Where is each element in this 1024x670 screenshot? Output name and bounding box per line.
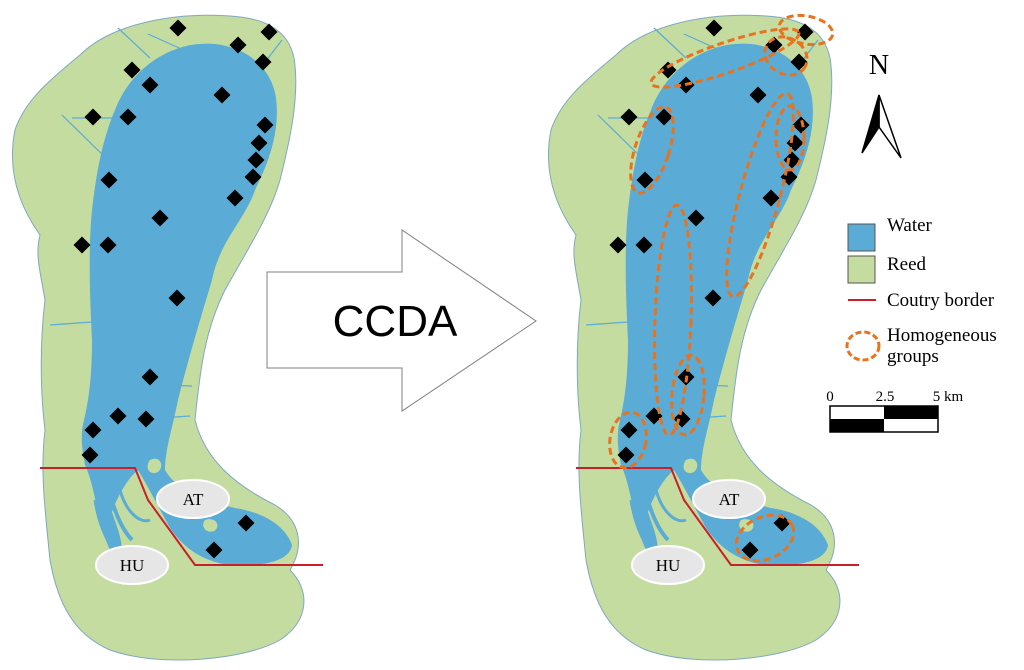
legend-item-water: Water <box>847 215 933 252</box>
ccda-arrow: CCDA <box>266 229 537 412</box>
legend-label-border: Coutry border <box>887 290 995 311</box>
scale-bar: 0 2.5 5 km <box>826 389 964 433</box>
legend-item-reed: Reed <box>847 254 927 284</box>
country-label-at-right: AT <box>719 490 740 509</box>
scale-tick-0: 0 <box>826 389 834 405</box>
north-arrow-icon: N <box>861 50 902 159</box>
north-label: N <box>869 50 889 81</box>
legend-label-groups-1: Homogeneous <box>887 325 997 346</box>
legend-label-groups-2: groups <box>887 346 939 367</box>
legend-item-border: Coutry border <box>848 290 995 311</box>
scale-tick-2: 5 km <box>933 389 964 405</box>
country-label-hu-right: HU <box>656 556 681 575</box>
legend: Water Reed Coutry border Homogeneous gro… <box>845 215 997 367</box>
ccda-label: CCDA <box>333 297 458 346</box>
country-label-hu: HU <box>120 556 145 575</box>
legend-item-groups: Homogeneous groups <box>845 325 997 367</box>
country-label-at: AT <box>183 490 204 509</box>
map-before: AT HU <box>10 13 325 663</box>
scale-tick-1: 2.5 <box>876 389 895 405</box>
legend-label-water: Water <box>887 215 933 236</box>
map-after: AT HU <box>546 13 861 663</box>
legend-label-reed: Reed <box>887 254 927 275</box>
